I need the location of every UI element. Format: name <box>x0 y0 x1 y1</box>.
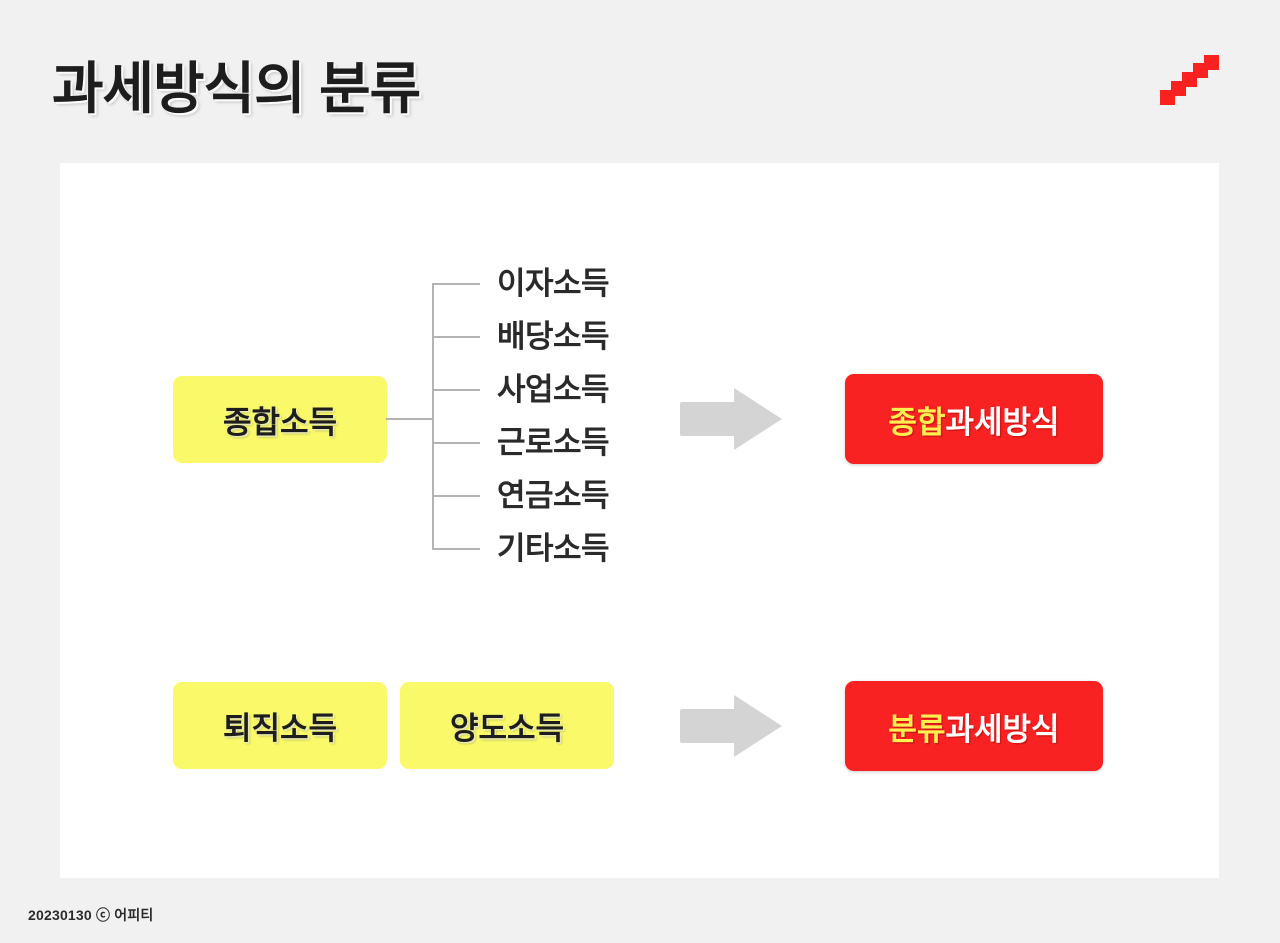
node-label: 종합소득 <box>222 405 338 440</box>
connector-branch-4 <box>432 442 480 444</box>
page-title: 과세방식의 분류 <box>52 57 421 120</box>
node-transfer-income[interactable]: 양도소득 <box>400 682 614 769</box>
arrow-shaft <box>680 402 742 436</box>
arrow-head <box>734 388 782 450</box>
connector-branch-1 <box>432 283 480 285</box>
income-type-other: 기타소득 <box>497 531 610 566</box>
red-staircase-logo <box>1160 55 1222 105</box>
node-comprehensive-income[interactable]: 종합소득 <box>173 376 387 463</box>
connector-spine <box>432 283 434 550</box>
result-label-rest: 과세방식 <box>945 711 1060 747</box>
footer-copyright: 20230130 ⓒ 어피티 <box>28 907 154 923</box>
bracket-connector <box>386 275 496 565</box>
income-type-wage: 근로소득 <box>497 425 610 460</box>
right-arrow-icon-top <box>680 388 782 450</box>
connector-branch-6 <box>432 548 480 550</box>
right-arrow-icon-bottom <box>680 695 782 757</box>
connector-branch-3 <box>432 389 480 391</box>
connector-branch-2 <box>432 336 480 338</box>
result-label-highlight: 종합 <box>888 404 946 440</box>
income-type-interest: 이자소득 <box>497 266 610 301</box>
connector-stem <box>386 418 433 420</box>
arrow-shaft <box>680 709 742 743</box>
connector-branch-5 <box>432 495 480 497</box>
income-type-business: 사업소득 <box>497 372 610 407</box>
node-label: 퇴직소득 <box>222 711 338 746</box>
result-label-highlight: 분류 <box>888 711 946 747</box>
node-retirement-income[interactable]: 퇴직소득 <box>173 682 387 769</box>
income-type-dividend: 배당소득 <box>497 319 610 354</box>
result-label-rest: 과세방식 <box>945 404 1060 440</box>
node-label: 양도소득 <box>449 711 565 746</box>
logo-step-5 <box>1204 55 1219 70</box>
income-type-pension: 연금소득 <box>497 478 610 513</box>
arrow-head <box>734 695 782 757</box>
